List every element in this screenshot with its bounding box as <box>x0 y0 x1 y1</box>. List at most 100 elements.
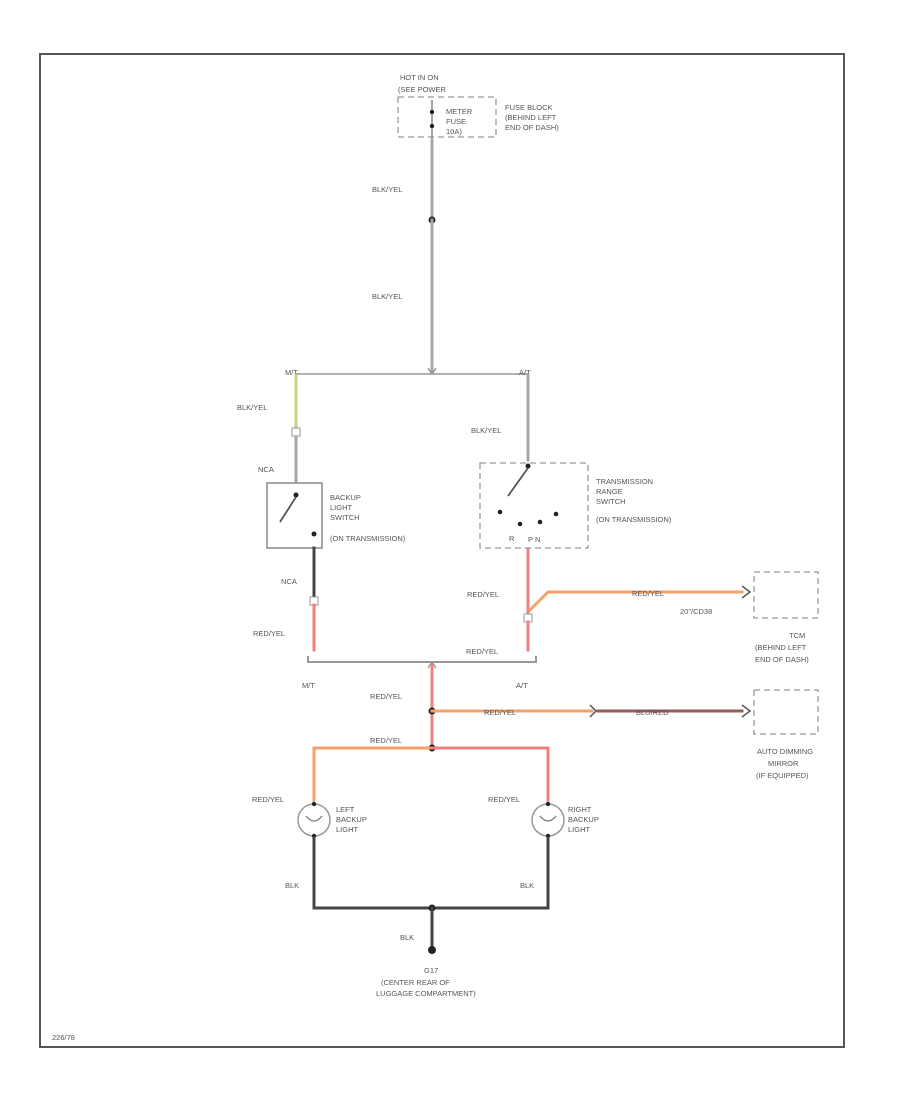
lamp-terminal <box>311 801 317 807</box>
ground-circuit: BLK BLK BLK G17 (CENTER REAR OF LUGGAGE … <box>285 836 550 998</box>
right-lamp-ground-wire <box>430 836 550 910</box>
ground-location-label: LUGGAGE COMPARTMENT) <box>376 989 476 998</box>
branch-junction <box>427 660 437 669</box>
right-lamp-label: RIGHT <box>568 805 592 814</box>
range-switch-label: (ON TRANSMISSION) <box>596 515 672 524</box>
wire-color-label: BLK/YEL <box>471 426 501 435</box>
fuse-block-outline <box>397 96 497 138</box>
switch-contact <box>537 519 543 525</box>
wire-color-label: BLK/YEL <box>372 292 402 301</box>
tcm-connector <box>741 585 752 599</box>
lamp-bulb <box>297 803 331 837</box>
tcm-label: (BEHIND LEFT <box>755 643 807 652</box>
fuse-block-label: END OF DASH) <box>505 123 559 132</box>
wire-color-label: BLK/YEL <box>237 403 267 412</box>
branch-junction <box>427 367 437 376</box>
switch-blade <box>279 496 297 523</box>
wire-color-label: BLK <box>400 933 414 942</box>
lamp-terminal <box>545 801 551 807</box>
left-lamp-label: BACKUP <box>336 815 367 824</box>
backup-light-switch <box>266 482 323 549</box>
backup-switch-label: (ON TRANSMISSION) <box>330 534 406 543</box>
tcm-label: TCM <box>789 631 805 640</box>
wire-color-label: RED/YEL <box>370 736 402 745</box>
right-lamp-label: LIGHT <box>568 825 591 834</box>
wire-color-label: RED/YEL <box>467 590 499 599</box>
backup-switch-label: BACKUP <box>330 493 361 502</box>
backup-switch-label: SWITCH <box>330 513 360 522</box>
switch-contact <box>553 511 559 517</box>
mirror-label: AUTO DIMMING <box>757 747 813 756</box>
figure-id: 226/78 <box>52 1033 75 1042</box>
mirror-label: (IF EQUIPPED) <box>756 771 809 780</box>
tcm-signal-wire <box>527 590 744 613</box>
inline-connector <box>589 704 598 718</box>
wire-color-label: BLK <box>285 881 299 890</box>
lamp-feed-wires: RED/YEL RED/YEL BLU/RED RED/YEL <box>312 663 744 802</box>
tcm-pin-label: 20"/CD38 <box>680 607 712 616</box>
lamp-bulb <box>531 803 565 837</box>
switch-contact <box>497 509 503 515</box>
switch-contact <box>525 463 531 469</box>
feed-wires: BLK/YEL BLK/YEL <box>372 138 436 374</box>
left-backup-lamp: RED/YEL LEFT BACKUP LIGHT <box>252 795 367 839</box>
right-backup-lamp: RED/YEL RIGHT BACKUP LIGHT <box>488 795 599 839</box>
power-source-label: HOT IN ON <box>400 73 439 82</box>
ground-id-label: G17 <box>424 966 438 975</box>
ground-point <box>428 946 436 954</box>
wire-color-label: BLK <box>520 881 534 890</box>
mirror-label: MIRROR <box>768 759 799 768</box>
fuse-terminal-top <box>429 109 435 115</box>
wire-color-label: RED/YEL <box>252 795 284 804</box>
fuse-label: FUSE <box>446 117 466 126</box>
connector-terminal <box>291 427 301 437</box>
wire-color-label: RED/YEL <box>484 708 516 717</box>
bottom-branch: M/T A/T <box>302 656 537 690</box>
diagram-frame <box>39 53 845 1048</box>
mirror-connector <box>741 704 752 718</box>
ground-location-label: (CENTER REAR OF <box>381 978 450 987</box>
wire-color-label: RED/YEL <box>370 692 402 701</box>
fuse-block-label: (BEHIND LEFT <box>505 113 557 122</box>
manual-transmission-branch: BLK/YEL NCA BACKUP LIGHT SWITCH (ON TRAN… <box>237 374 406 652</box>
left-lamp-ground-wire <box>312 836 434 910</box>
left-lamp-feed-wire <box>312 746 434 802</box>
nca-label: NCA <box>281 577 297 586</box>
fuse-block: HOT IN ON (SEE POWER METER FUSE 10A) FUS… <box>397 73 559 140</box>
switch-contact <box>311 531 317 537</box>
mirror-outline <box>753 689 819 735</box>
lamp-filament <box>305 815 323 822</box>
tcm-module: TCM (BEHIND LEFT END OF DASH) <box>741 571 819 664</box>
lamp-filament <box>539 815 557 822</box>
wire-color-label: RED/YEL <box>253 629 285 638</box>
switch-contact <box>293 492 299 498</box>
left-lamp-label: LEFT <box>336 805 355 814</box>
top-branch: M/T A/T <box>285 367 531 377</box>
automatic-transmission-branch: BLK/YEL R P N TRANSMISSION RANGE SWITCH … <box>466 374 744 656</box>
branch-label-at: A/T <box>519 368 531 377</box>
branch-label-at: A/T <box>516 681 528 690</box>
wire-color-label: RED/YEL <box>632 589 664 598</box>
right-lamp-feed-wire <box>430 746 550 802</box>
range-switch-outline <box>479 462 589 549</box>
fuse-terminal-bottom <box>429 123 435 129</box>
fuse-label: METER <box>446 107 473 116</box>
left-lamp-label: LIGHT <box>336 825 359 834</box>
power-source-sublabel: (SEE POWER <box>398 85 447 94</box>
wire-color-label: BLU/RED <box>636 708 669 717</box>
fuse-label: 10A) <box>446 127 462 136</box>
auto-dimming-mirror: AUTO DIMMING MIRROR (IF EQUIPPED) <box>741 689 819 780</box>
range-switch-label: RANGE <box>596 487 623 496</box>
tcm-label: END OF DASH) <box>755 655 809 664</box>
range-position-label: P N <box>528 535 540 544</box>
range-position-label: R <box>509 534 515 543</box>
fuse-block-label: FUSE BLOCK <box>505 103 553 112</box>
switch-contact <box>517 521 523 527</box>
branch-label-mt: M/T <box>285 368 298 377</box>
switch-blade <box>507 467 529 497</box>
branch-label-mt: M/T <box>302 681 315 690</box>
wire-color-label: RED/YEL <box>488 795 520 804</box>
backup-switch-label: LIGHT <box>330 503 353 512</box>
wire-color-label: BLK/YEL <box>372 185 402 194</box>
